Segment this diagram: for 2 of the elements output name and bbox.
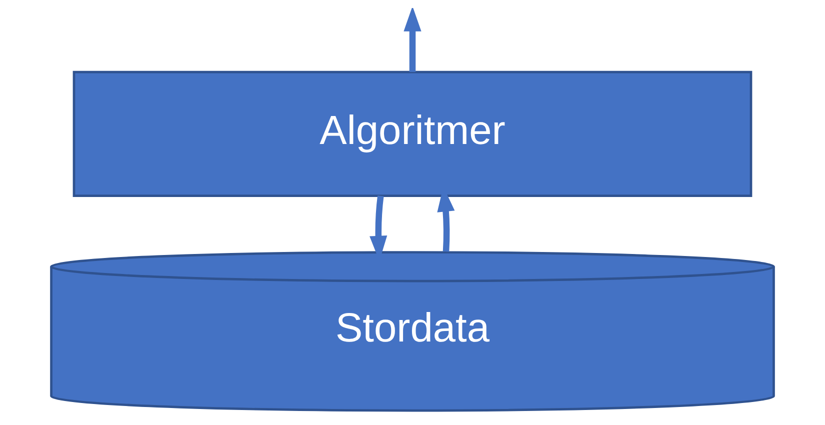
arrow bbox=[404, 8, 422, 72]
node-box: Algoritmer bbox=[72, 70, 752, 197]
